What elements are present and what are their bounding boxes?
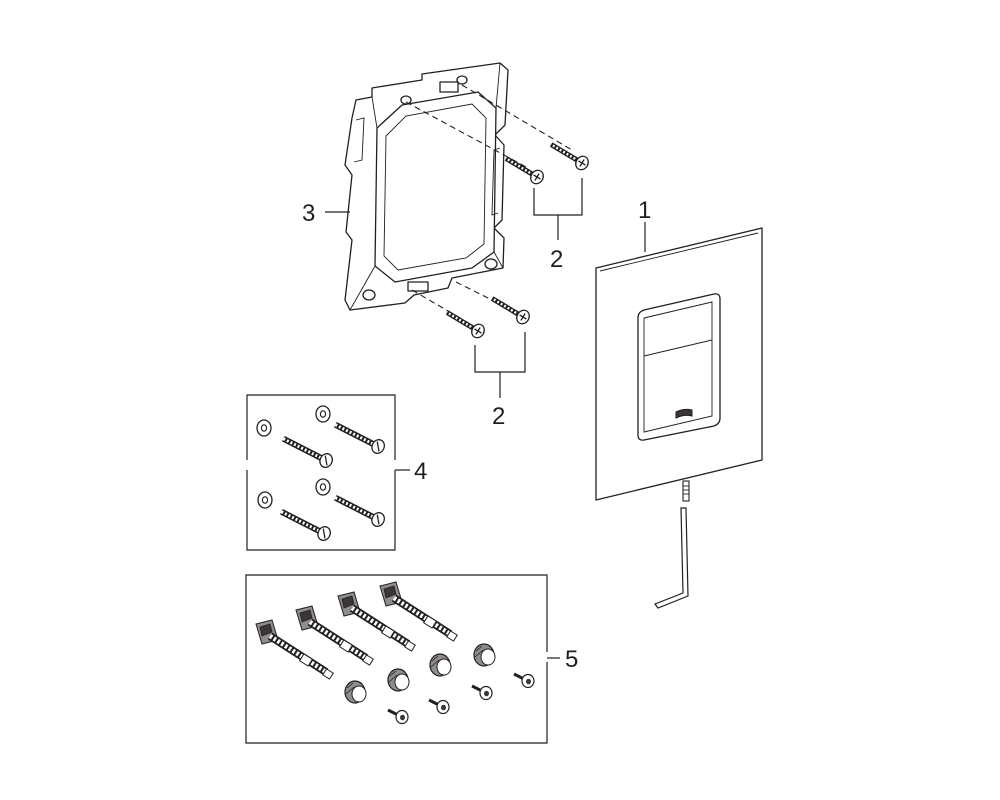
washer bbox=[257, 491, 273, 509]
frame-screw bbox=[489, 292, 532, 326]
wood-screw bbox=[332, 491, 386, 528]
cap-screw bbox=[512, 672, 536, 689]
frame-screw bbox=[444, 306, 487, 340]
callout-2-lower: 2 bbox=[492, 403, 505, 430]
fixing-set-5 bbox=[245, 574, 560, 744]
hex-key bbox=[654, 507, 689, 609]
frame-screw bbox=[503, 152, 546, 186]
wood-screw bbox=[332, 418, 386, 455]
washer bbox=[256, 419, 272, 437]
wood-screw bbox=[278, 505, 332, 542]
callout-3: 3 bbox=[302, 200, 315, 227]
washer bbox=[315, 478, 331, 496]
callout-2-upper: 2 bbox=[550, 246, 563, 273]
cap-screw bbox=[427, 698, 451, 715]
set-screw bbox=[682, 480, 690, 502]
fixing-set-4 bbox=[244, 394, 410, 551]
cap-screw bbox=[470, 684, 494, 701]
knurled-nut bbox=[344, 680, 367, 704]
callout-1: 1 bbox=[638, 197, 651, 224]
knurled-nut bbox=[387, 668, 410, 692]
cap-screw bbox=[386, 708, 410, 725]
frame-screw bbox=[548, 138, 591, 172]
knurled-nut bbox=[473, 643, 496, 667]
callout-5: 5 bbox=[565, 646, 578, 673]
knurled-nut bbox=[429, 653, 452, 677]
washer bbox=[315, 405, 331, 423]
mounting-frame bbox=[344, 62, 509, 311]
flush-plate bbox=[595, 227, 763, 501]
screw-path-line bbox=[461, 84, 573, 151]
callout-4: 4 bbox=[414, 458, 427, 485]
wood-screw bbox=[280, 432, 334, 469]
